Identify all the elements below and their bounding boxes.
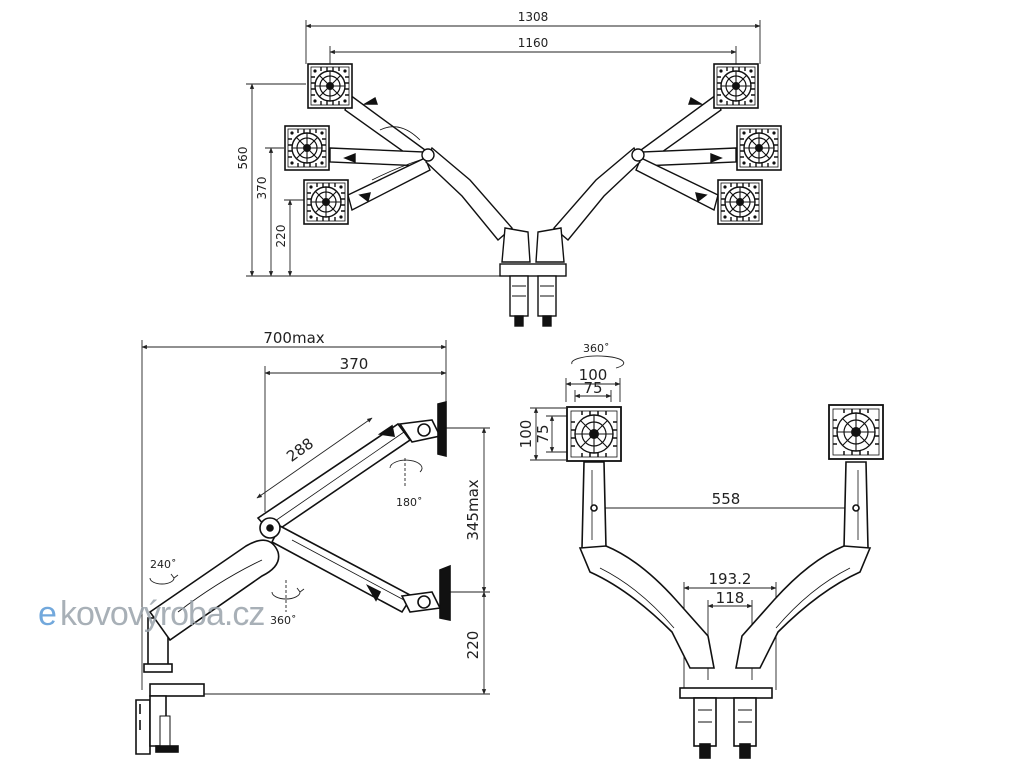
front-plate-left-low [303, 179, 349, 225]
front-height-max: 560 [236, 147, 250, 170]
front-view: 1308 1160 560 370 220 [236, 10, 782, 327]
top-arm-assembly [578, 461, 872, 759]
top-base-outer: 193.2 [709, 570, 752, 588]
top-plate-left [566, 406, 622, 462]
side-swivel-arm-label: 240˚ [150, 558, 177, 571]
top-vesa-outer-h: 100 [517, 420, 535, 449]
top-plate-right [828, 404, 884, 460]
side-arm-assembly [135, 400, 451, 755]
front-plate-left-high [307, 63, 353, 109]
front-inner-width: 1160 [518, 36, 549, 50]
watermark-text: kovovýroba.cz [60, 595, 264, 633]
top-vesa-inner-w: 75 [583, 379, 602, 397]
front-plate-left-mid [284, 125, 330, 171]
top-head-spacing: 558 [712, 490, 741, 508]
side-arm-length-label: 288 [283, 434, 317, 465]
top-rotate-label: 360˚ [583, 342, 610, 355]
front-plate-right-mid [736, 125, 782, 171]
side-rotate-head-label: 180˚ [396, 496, 423, 509]
side-swivel-base-label: 360˚ [270, 614, 297, 627]
top-view: 360˚ 100 75 100 75 558 193.2 118 [517, 342, 884, 759]
front-plate-right-high [713, 63, 759, 109]
front-height-mid: 370 [255, 177, 269, 200]
front-overall-width: 1308 [518, 10, 549, 24]
watermark-logo: e kovovýroba.cz [38, 595, 265, 633]
front-base-clamp [499, 263, 567, 327]
front-height-min: 220 [274, 225, 288, 248]
side-pole-height-label: 220 [464, 631, 482, 660]
front-right-arm-assembly [535, 93, 737, 263]
top-vesa-outer-w: 100 [579, 366, 608, 384]
watermark-e: e [38, 595, 56, 633]
front-left-arm-assembly [329, 93, 531, 263]
top-base-inner: 118 [716, 589, 745, 607]
side-reach-label: 700max [263, 329, 324, 347]
side-dimension-lines [141, 340, 490, 695]
side-view: 700max 370 288 345max 220 240˚ 360˚ 180˚ [135, 329, 490, 755]
top-vesa-inner-h: 75 [534, 424, 552, 443]
front-plate-right-low [717, 179, 763, 225]
side-height-range-label: 345max [464, 479, 482, 540]
side-arm-span-label: 370 [340, 355, 369, 373]
front-dimension-lines [246, 20, 761, 277]
